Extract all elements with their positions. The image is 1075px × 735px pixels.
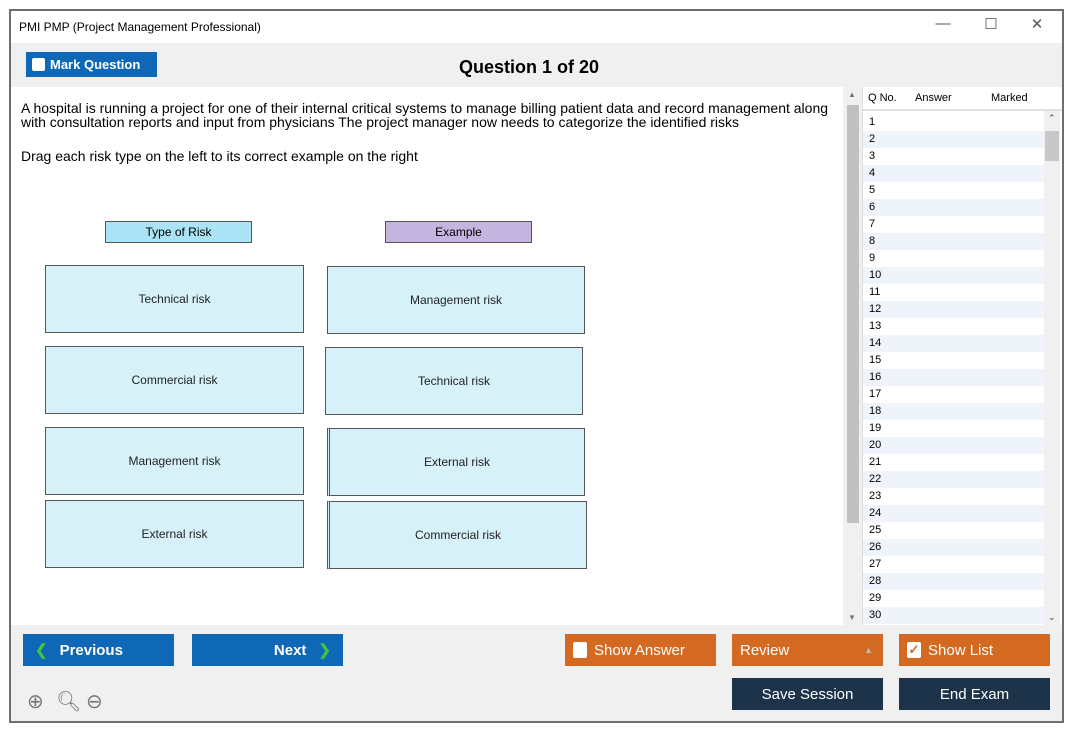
question-list-row[interactable]: 13 xyxy=(869,320,882,332)
col-marked: Marked xyxy=(991,92,1028,104)
question-list-row[interactable]: 21 xyxy=(869,456,882,468)
question-list-row[interactable]: 6 xyxy=(863,199,1045,216)
previous-label: Previous xyxy=(59,641,123,659)
question-list-row[interactable]: 18 xyxy=(863,403,1045,420)
question-list-row[interactable]: 5 xyxy=(869,184,876,196)
next-label: Next xyxy=(273,641,307,659)
chevron-down-icon[interactable]: ⌄ xyxy=(1048,612,1056,622)
drag-item[interactable]: External risk xyxy=(45,500,304,568)
question-list-row[interactable]: 8 xyxy=(863,233,1045,250)
save-session-button[interactable]: Save Session xyxy=(732,678,883,710)
question-list-row[interactable]: 19 xyxy=(869,422,882,434)
question-list-row[interactable]: 16 xyxy=(863,369,1045,386)
checkbox-icon xyxy=(32,58,45,71)
checkbox-icon xyxy=(573,642,587,658)
review-label: Review xyxy=(740,641,790,659)
question-list-row[interactable]: 2 xyxy=(863,131,1045,148)
show-answer-button[interactable]: Show Answer xyxy=(565,634,716,666)
review-dropdown[interactable]: Review ▲ xyxy=(732,634,883,666)
question-list-row[interactable]: 26 xyxy=(863,539,1045,556)
content-scrollbar[interactable]: ▲ ▼ xyxy=(845,87,859,625)
title-bar: PMI PMP (Project Management Professional… xyxy=(11,11,1062,43)
app-window: PMI PMP (Project Management Professional… xyxy=(9,9,1064,723)
question-counter: Question 1 of 20 xyxy=(459,57,600,77)
chevron-right-icon: ❯ xyxy=(318,642,331,659)
list-scroll-thumb[interactable] xyxy=(1045,131,1059,161)
drag-item[interactable]: Commercial risk xyxy=(45,346,304,414)
minimize-button[interactable]: — xyxy=(935,15,951,32)
drop-target[interactable]: Commercial risk xyxy=(327,501,587,569)
question-list-row[interactable]: 11 xyxy=(869,286,881,298)
question-list-row[interactable]: 29 xyxy=(869,592,882,604)
maximize-button[interactable]: ☐ xyxy=(984,16,998,33)
left-column-header: Type of Risk xyxy=(105,221,252,243)
zoom-reset-icon[interactable]: 🔍︎ xyxy=(56,691,82,713)
question-list-row[interactable]: 15 xyxy=(869,354,882,366)
mark-question-button[interactable]: Mark Question xyxy=(26,52,157,77)
zoom-in-icon[interactable]: ⊕ xyxy=(27,691,44,713)
question-list-row[interactable]: 12 xyxy=(863,301,1045,318)
scroll-up-icon[interactable]: ▲ xyxy=(848,90,856,99)
list-scrollbar[interactable]: ⌃ ⌄ xyxy=(1044,111,1060,625)
chevron-left-icon: ❮ xyxy=(35,642,48,659)
drag-item[interactable]: Management risk xyxy=(45,427,304,495)
drop-target[interactable]: External risk xyxy=(327,428,585,496)
question-list-row[interactable]: 20 xyxy=(863,437,1045,454)
question-list-row[interactable]: 25 xyxy=(869,524,882,536)
drop-target[interactable]: Technical risk xyxy=(325,347,583,415)
next-button[interactable]: Next ❯ xyxy=(192,634,343,666)
question-list-row[interactable]: 9 xyxy=(869,252,876,264)
question-list-row[interactable]: 14 xyxy=(863,335,1045,352)
chevron-up-icon[interactable]: ⌃ xyxy=(1048,113,1056,123)
col-qno: Q No. xyxy=(868,92,897,104)
question-list-row[interactable]: 1 xyxy=(869,116,876,128)
drag-item[interactable]: Technical risk xyxy=(45,265,304,333)
question-list-row[interactable]: 24 xyxy=(863,505,1045,522)
question-list-row[interactable]: 30 xyxy=(863,607,1045,624)
checkmark-icon: ✓ xyxy=(907,642,921,658)
show-list-button[interactable]: ✓ Show List xyxy=(899,634,1050,666)
question-list-row[interactable]: 23 xyxy=(869,490,882,502)
question-list-row[interactable]: 4 xyxy=(863,165,1045,182)
zoom-out-icon[interactable]: ⊖ xyxy=(86,691,103,713)
instruction-text: Drag each risk type on the left to its c… xyxy=(21,148,418,164)
drop-target[interactable]: Management risk xyxy=(327,266,585,334)
mark-question-label: Mark Question xyxy=(50,57,141,72)
question-list-row[interactable]: 10 xyxy=(863,267,1045,284)
col-answer: Answer xyxy=(915,92,952,104)
previous-button[interactable]: ❮ Previous xyxy=(23,634,174,666)
question-list-header: Q No. Answer Marked xyxy=(863,87,1062,111)
question-list-row[interactable]: 17 xyxy=(869,388,882,400)
question-list-row[interactable]: 7 xyxy=(869,218,876,230)
question-text: A hospital is running a project for one … xyxy=(21,100,829,130)
close-button[interactable]: ✕ xyxy=(1030,16,1044,33)
question-area: A hospital is running a project for one … xyxy=(11,87,843,625)
show-list-label: Show List xyxy=(928,641,994,659)
question-list-row[interactable]: 27 xyxy=(869,558,882,570)
show-answer-label: Show Answer xyxy=(594,641,685,659)
question-list-row[interactable]: 3 xyxy=(869,150,876,162)
window-title: PMI PMP (Project Management Professional… xyxy=(19,20,261,34)
question-list-row[interactable]: 28 xyxy=(863,573,1045,590)
question-list-row[interactable]: 22 xyxy=(863,471,1045,488)
end-exam-button[interactable]: End Exam xyxy=(899,678,1050,710)
right-column-header: Example xyxy=(385,221,532,243)
scroll-thumb[interactable] xyxy=(847,105,859,523)
caret-up-icon: ▲ xyxy=(864,645,873,655)
scroll-down-icon[interactable]: ▼ xyxy=(848,613,856,622)
